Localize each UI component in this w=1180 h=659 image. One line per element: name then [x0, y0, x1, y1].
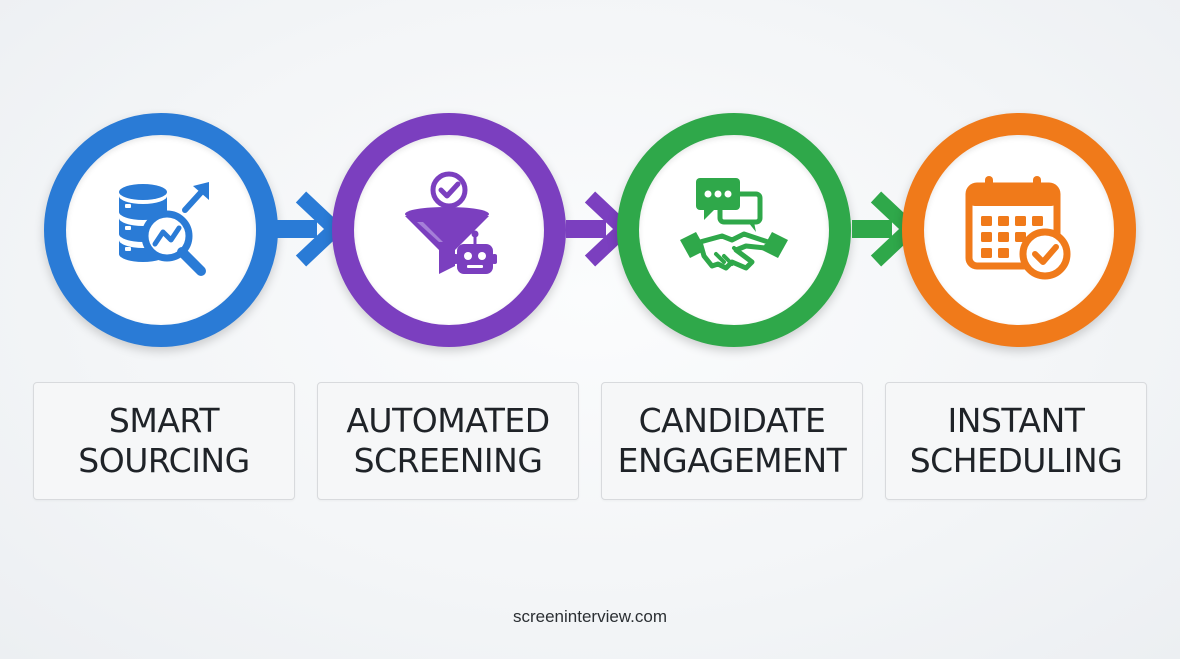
step-label-line2: ENGAGEMENT: [617, 441, 847, 480]
step-circle-instant-scheduling: [902, 113, 1136, 347]
step-label-candidate-engagement: CANDIDATE ENGAGEMENT: [601, 382, 863, 500]
funnel-robot-icon: [389, 170, 509, 290]
step-label-line1: SMART: [108, 401, 220, 440]
step-label-automated-screening: AUTOMATED SCREENING: [317, 382, 579, 500]
step-circle-smart-sourcing: [44, 113, 278, 347]
step-circle-automated-screening: [332, 113, 566, 347]
step-label-smart-sourcing: SMART SOURCING: [33, 382, 295, 500]
footer-site-url: screeninterview.com: [512, 607, 667, 626]
calendar-check-icon: [959, 170, 1079, 290]
step-label-line2: SOURCING: [78, 441, 250, 480]
step-label-line2: SCREENING: [353, 441, 543, 480]
chat-handshake-icon: [674, 170, 794, 290]
step-label-line1: CANDIDATE: [638, 401, 826, 440]
step-label-line1: INSTANT: [947, 401, 1085, 440]
step-circle-candidate-engagement: [617, 113, 851, 347]
step-label-instant-scheduling: INSTANT SCHEDULING: [885, 382, 1147, 500]
database-search-icon: [101, 170, 221, 290]
step-label-line1: AUTOMATED: [346, 401, 550, 440]
step-label-line2: SCHEDULING: [909, 441, 1123, 480]
